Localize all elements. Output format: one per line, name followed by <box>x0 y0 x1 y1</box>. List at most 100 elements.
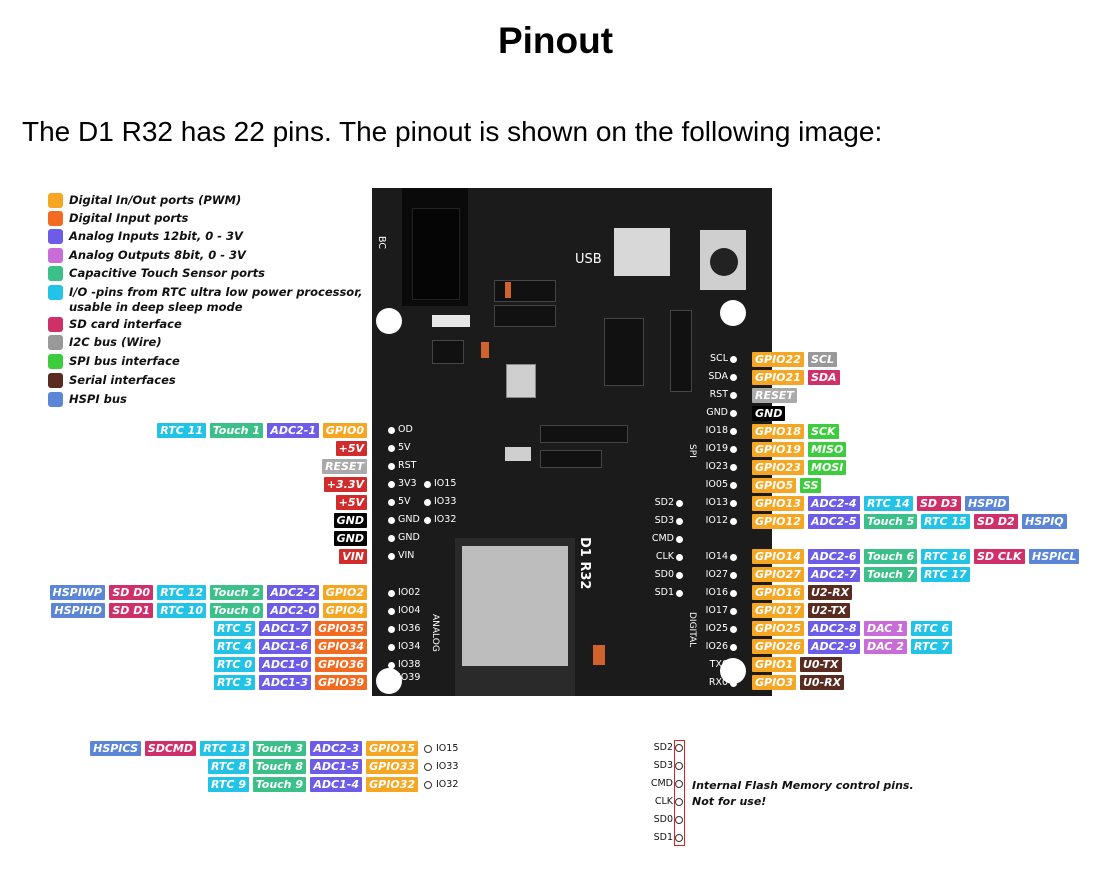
pin-dot-icon <box>676 536 683 543</box>
pin-dot-icon <box>388 675 395 682</box>
pin-tag-adc2-6: ADC2-6 <box>808 549 860 564</box>
board-pin-label: 3V3 <box>398 478 417 489</box>
pin-dot-icon <box>388 427 395 434</box>
board-pin-label: CLK <box>655 551 674 562</box>
pin-tag-gnd: GND <box>333 531 367 546</box>
pin-tag-gnd: GND <box>752 406 786 421</box>
pin-tag-adc2-5: ADC2-5 <box>808 514 860 529</box>
pin-tag-hspics: HSPICS <box>90 741 141 756</box>
legend-label-line: Analog Outputs 8bit, 0 - 3V <box>69 248 246 262</box>
flash-pin-label: CLK <box>654 796 673 807</box>
bc-label: BC <box>376 236 387 249</box>
legend-item: SD card interface <box>48 317 182 333</box>
pin-tag-rtc-3: RTC 3 <box>213 675 255 690</box>
pin-dot-icon <box>730 410 737 417</box>
legend-item: Serial interfaces <box>48 373 176 389</box>
board-pin-label: GND <box>706 407 728 418</box>
pin-tag-rtc-0: RTC 0 <box>213 657 255 672</box>
legend-swatch <box>48 229 63 244</box>
board-pin-label: IO36 <box>398 623 421 634</box>
pin-tag-gpio22: GPIO22 <box>752 352 804 367</box>
pin-ring-icon <box>675 798 683 806</box>
pin-tag-touch-1: Touch 1 <box>209 423 263 438</box>
intro-text: The D1 R32 has 22 pins. The pinout is sh… <box>22 116 883 147</box>
board-pin-label: SDA <box>708 371 728 382</box>
legend-label: I2C bus (Wire) <box>69 335 162 350</box>
pin-tag-rtc-14: RTC 14 <box>864 496 913 511</box>
component <box>540 425 628 443</box>
legend-label: HSPI bus <box>69 392 127 407</box>
pin-tag-hspiq: HSPIQ <box>1022 514 1067 529</box>
pin-tag-rtc-10: RTC 10 <box>157 603 206 618</box>
board-pin-label: IO13 <box>705 497 728 508</box>
pin-dot-icon <box>676 572 683 579</box>
pin-dot-icon <box>730 500 737 507</box>
legend-label: Digital In/Out ports (PWM) <box>69 193 241 208</box>
pin-tag-gpio25: GPIO25 <box>752 621 804 636</box>
pin-tag-hspihd: HSPIHD <box>51 603 105 618</box>
pin-tag-adc2-1: ADC2-1 <box>267 423 319 438</box>
pin-dot-icon <box>730 464 737 471</box>
pin-tag-gpio18: GPIO18 <box>752 424 804 439</box>
legend-label-line: Analog Inputs 12bit, 0 - 3V <box>69 229 243 243</box>
board-pin-label: IO14 <box>705 551 728 562</box>
pin-tag-adc2-9: ADC2-9 <box>808 639 860 654</box>
board-pin-label: OD <box>398 424 413 435</box>
board-pin-label: IO02 <box>398 587 421 598</box>
pin-tag-gpio26: GPIO26 <box>752 639 804 654</box>
pin-dot-icon <box>730 554 737 561</box>
board-pin-label: VIN <box>398 550 415 561</box>
legend-label-line: SD card interface <box>69 317 182 331</box>
board-pin-label: RST <box>398 460 417 471</box>
board-pin-label: IO23 <box>705 461 728 472</box>
pin-dot-icon <box>388 662 395 669</box>
usb-connector <box>614 228 670 276</box>
pin-tag-gpio27: GPIO27 <box>752 567 804 582</box>
pin-tag-rtc-5: RTC 5 <box>213 621 255 636</box>
pin-tag-rtc-7: RTC 7 <box>911 639 953 654</box>
pin-dot-icon <box>388 463 395 470</box>
pin-tag-rtc-12: RTC 12 <box>157 585 206 600</box>
board-pin-label: SD1 <box>654 587 674 598</box>
pin-dot-icon <box>730 608 737 615</box>
board-pin-label: IO27 <box>705 569 728 580</box>
pin-tag-adc1-5: ADC1-5 <box>310 759 362 774</box>
flash-pin-label: SD0 <box>653 814 673 825</box>
component <box>670 310 692 392</box>
component <box>432 315 470 327</box>
pin-tag-rtc-9: RTC 9 <box>207 777 249 792</box>
led-icon <box>481 342 489 358</box>
pin-ring-icon <box>424 763 432 771</box>
board-pin-label: GND <box>398 532 420 543</box>
pin-tag-reset: RESET <box>752 388 797 403</box>
pin-dot-icon <box>730 518 737 525</box>
pin-tag-gpio17: GPIO17 <box>752 603 804 618</box>
pin-tag-rtc-11: RTC 11 <box>157 423 206 438</box>
pin-tag-3-3v: +3.3V <box>323 477 367 492</box>
pin-tag-rtc-16: RTC 16 <box>921 549 970 564</box>
pin-dot-icon <box>730 644 737 651</box>
legend-label-line: Serial interfaces <box>69 373 176 387</box>
pin-tag-gpio3: GPIO3 <box>752 675 797 690</box>
flash-pin-label: CMD <box>650 778 673 789</box>
pin-tag-u0-rx: U0-RX <box>800 675 845 690</box>
flash-note: Internal Flash Memory control pins. Not … <box>692 778 914 810</box>
pin-tag-gpio35: GPIO35 <box>315 621 367 636</box>
pin-dot-icon <box>676 518 683 525</box>
legend-label-line: Digital Input ports <box>69 211 189 225</box>
pin-tag-hspid: HSPID <box>965 496 1010 511</box>
pin-dot-icon <box>388 481 395 488</box>
board-pin-label: 5V <box>398 442 411 453</box>
legend-label: Analog Inputs 12bit, 0 - 3V <box>69 229 243 244</box>
analog-group-label: ANALOG <box>430 614 440 652</box>
pin-label: IO33 <box>436 761 459 772</box>
pin-tag-rtc-4: RTC 4 <box>213 639 255 654</box>
pin-tag-adc1-4: ADC1-4 <box>310 777 362 792</box>
pin-label: IO32 <box>436 779 459 790</box>
pin-tag-adc1-3: ADC1-3 <box>259 675 311 690</box>
pin-tag-hspiwp: HSPIWP <box>49 585 105 600</box>
regulator <box>505 447 531 461</box>
pin-dot-icon <box>730 572 737 579</box>
pin-tag-gpio23: GPIO23 <box>752 460 804 475</box>
component <box>540 450 602 468</box>
